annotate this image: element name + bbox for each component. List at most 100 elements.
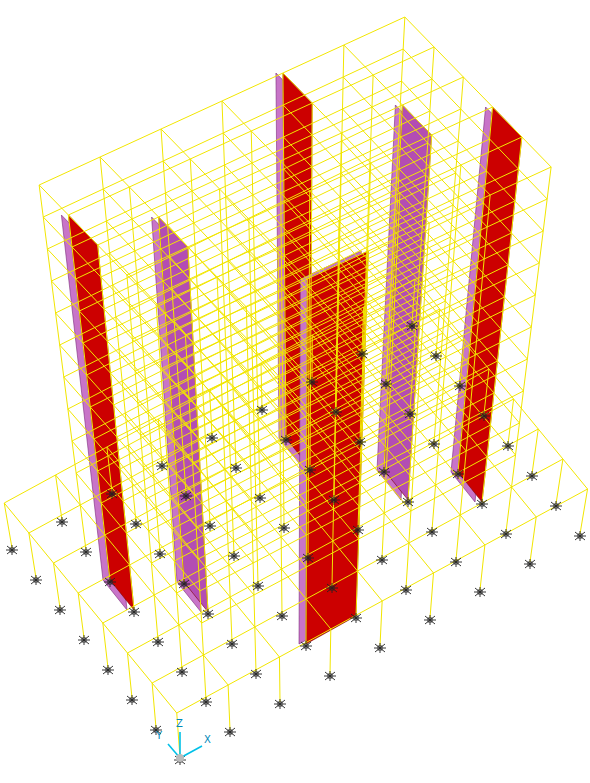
frame-member: [506, 487, 512, 532]
frame-member: [480, 545, 485, 590]
frame-member: [411, 135, 432, 455]
frame-member: [60, 345, 195, 495]
fixed-support: [206, 433, 218, 443]
fixed-support: [352, 525, 364, 535]
frame-member: [220, 189, 233, 509]
axis-label: Z: [176, 718, 183, 729]
frame-member: [4, 503, 12, 548]
frame-member: [386, 105, 402, 425]
frame-member: [306, 599, 307, 644]
fixed-support: [550, 501, 562, 511]
frame-member: [154, 595, 158, 640]
fixed-support: [274, 699, 286, 709]
frame-member: [432, 485, 436, 530]
fixed-support: [526, 471, 538, 481]
frame-member: [403, 49, 547, 199]
fixed-support: [54, 605, 66, 615]
fixed-support: [224, 727, 236, 737]
fixed-support: [304, 465, 316, 475]
fixed-support: [126, 695, 138, 705]
fixed-support: [376, 555, 388, 565]
fixed-support: [56, 517, 68, 527]
fixed-support: [280, 435, 292, 445]
frame-member: [170, 329, 501, 497]
frame-member: [310, 103, 312, 423]
axis-label: X: [204, 734, 211, 745]
fixed-support: [104, 577, 116, 587]
frame-member: [400, 113, 539, 263]
frame-member: [190, 159, 207, 479]
frame-member: [228, 685, 230, 730]
frame-member: [280, 161, 283, 481]
fixed-support: [302, 553, 314, 563]
frame-member: [362, 75, 374, 395]
frame-member: [72, 441, 200, 591]
frame-member: [161, 129, 307, 279]
fixed-support: [326, 583, 338, 593]
fixed-support: [426, 527, 438, 537]
frame-member: [332, 541, 334, 586]
fixed-support: [226, 639, 238, 649]
frame-member: [430, 573, 434, 618]
frame-member: [512, 167, 552, 487]
frame-member: [306, 279, 307, 599]
support-symbols: [6, 321, 586, 765]
fixed-support: [324, 671, 336, 681]
frame-member: [388, 17, 405, 337]
frame-member: [56, 313, 193, 463]
frame-member: [246, 307, 254, 627]
frame-member: [312, 335, 485, 545]
fixed-support: [380, 379, 392, 389]
fixed-support: [350, 613, 362, 623]
fixed-support: [154, 549, 166, 559]
fixed-support: [178, 579, 190, 589]
fixed-support: [254, 493, 266, 503]
frame-member: [384, 193, 400, 513]
fixed-support: [78, 635, 90, 645]
fixed-support: [330, 407, 342, 417]
fixed-support: [328, 495, 340, 505]
frame-member: [56, 475, 62, 520]
frame-member: [380, 601, 382, 646]
fixed-support: [228, 551, 240, 561]
frame-member: [458, 427, 462, 472]
fixed-support: [80, 547, 92, 557]
frame-member: [188, 247, 206, 567]
frame-member: [203, 655, 206, 700]
frame-member: [255, 627, 256, 672]
frame-member: [222, 101, 368, 251]
frame-member: [232, 509, 234, 554]
frame-member: [283, 73, 429, 223]
fixed-support: [430, 351, 442, 361]
fixed-support: [152, 637, 164, 647]
frame-member: [224, 165, 366, 315]
fixed-support: [502, 441, 514, 451]
frame-wireframe: [4, 17, 587, 758]
frame-member: [360, 163, 371, 483]
frame-member: [68, 409, 198, 559]
fixed-support: [478, 411, 490, 421]
fixed-support: [500, 529, 512, 539]
fixed-support: [306, 377, 318, 387]
fixed-support: [276, 611, 288, 621]
frame-member: [487, 137, 522, 457]
fixed-support: [474, 587, 486, 597]
fixed-support: [406, 321, 418, 331]
frame-member: [179, 625, 182, 670]
frame-member: [390, 305, 516, 455]
frame-member: [234, 421, 236, 466]
fixed-support: [402, 497, 414, 507]
frame-member: [210, 391, 212, 436]
frame-member: [130, 565, 134, 610]
fixed-support: [300, 641, 312, 651]
frame-member: [39, 185, 80, 505]
frame-member: [4, 503, 177, 713]
fixed-support: [400, 585, 412, 595]
frame-member: [181, 537, 184, 582]
frame-member: [206, 567, 208, 612]
fixed-support: [524, 559, 536, 569]
frame-member: [462, 107, 492, 427]
frame-member: [279, 657, 281, 702]
frame-member: [249, 219, 257, 539]
fixed-support: [278, 523, 290, 533]
